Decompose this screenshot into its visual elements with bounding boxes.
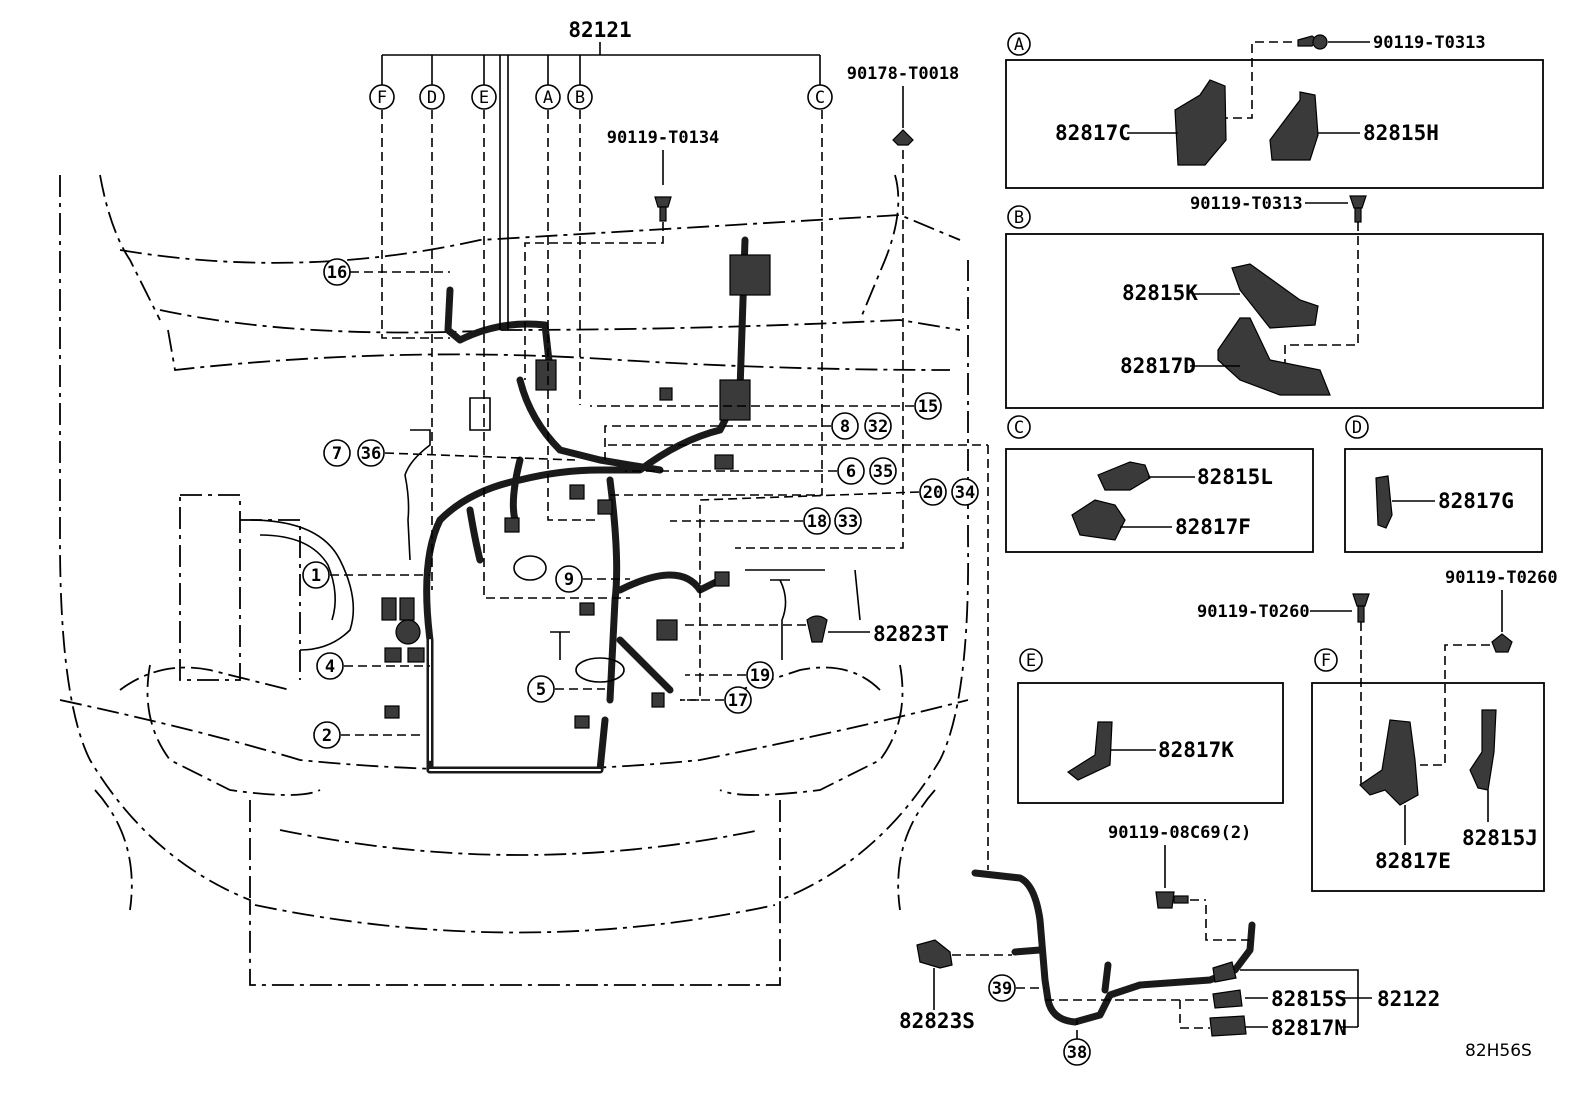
svg-text:A: A <box>543 88 553 108</box>
svg-text:7: 7 <box>332 444 342 464</box>
branch-label-C: C <box>807 84 833 110</box>
callout-4: 4 <box>316 652 430 680</box>
svg-text:82817D: 82817D <box>1120 354 1196 378</box>
part-82823S: 82823S <box>899 939 1012 1033</box>
callout-2: 2 <box>313 721 420 749</box>
svg-text:90119-T0260: 90119-T0260 <box>1445 568 1558 588</box>
svg-text:90119-T0260: 90119-T0260 <box>1197 602 1310 622</box>
svg-text:82817N: 82817N <box>1271 1016 1347 1040</box>
branch-label-D: D <box>419 84 445 110</box>
svg-text:9: 9 <box>564 570 574 590</box>
callout-18-33: 18 33 <box>670 507 862 535</box>
callout-6-35: 6 35 <box>625 457 897 485</box>
inset-F: F 90119-T0260 90119-T0260 82817E 82815J <box>1197 568 1558 892</box>
inset-B: B 90119-T0313 82815K 82817D <box>1005 194 1544 409</box>
branch-label-A: A <box>535 84 561 110</box>
svg-text:82817G: 82817G <box>1438 489 1514 513</box>
svg-text:82815J: 82815J <box>1462 826 1538 850</box>
inset-D: D 82817G <box>1344 415 1543 553</box>
callout-16: 16 <box>323 258 450 286</box>
main-harness-82121-graphic <box>381 236 861 774</box>
svg-text:82815L: 82815L <box>1197 465 1273 489</box>
engine-bay-outline <box>59 174 970 986</box>
svg-text:4: 4 <box>325 657 335 677</box>
branch-label-B: B <box>567 84 593 110</box>
svg-text:17: 17 <box>728 691 748 711</box>
svg-text:38: 38 <box>1067 1043 1087 1063</box>
callout-19: 19 <box>685 661 774 689</box>
svg-text:33: 33 <box>838 512 858 532</box>
callout-5: 5 <box>527 675 605 703</box>
callout-20-34: 20 34 <box>680 478 979 701</box>
branch-label-F: F <box>369 84 395 110</box>
svg-text:32: 32 <box>868 417 888 437</box>
svg-text:E: E <box>1026 651 1036 671</box>
main-part-number: 82121 <box>568 18 631 42</box>
svg-text:D: D <box>1352 418 1362 438</box>
svg-text:15: 15 <box>918 397 938 417</box>
svg-text:F: F <box>377 88 387 108</box>
svg-text:82815H: 82815H <box>1363 121 1439 145</box>
svg-text:39: 39 <box>992 979 1012 999</box>
svg-text:82817F: 82817F <box>1175 515 1251 539</box>
svg-text:A: A <box>1014 35 1024 55</box>
svg-text:82823T: 82823T <box>873 622 949 646</box>
svg-text:F: F <box>1321 651 1331 671</box>
callout-1: 1 <box>302 561 430 589</box>
callout-9: 9 <box>555 565 630 593</box>
svg-text:90119-T0313: 90119-T0313 <box>1190 194 1303 214</box>
svg-text:B: B <box>575 88 585 108</box>
inset-A: A 90119-T0313 82817C 82815H <box>1005 32 1544 189</box>
svg-text:18: 18 <box>807 512 827 532</box>
svg-text:8: 8 <box>840 417 850 437</box>
inset-E: E 82817K <box>1017 648 1284 804</box>
svg-text:C: C <box>815 88 825 108</box>
svg-text:20: 20 <box>923 483 943 503</box>
svg-text:6: 6 <box>846 462 856 482</box>
sub-harness-82122: 90119-08C69(2) 39 38 82815S 82817N 82122 <box>608 444 1440 1066</box>
bolt-90119-T0134: 90119-T0134 <box>524 128 720 380</box>
svg-text:2: 2 <box>322 726 332 746</box>
svg-text:19: 19 <box>750 666 770 686</box>
svg-text:82815S: 82815S <box>1271 987 1347 1011</box>
svg-text:82817C: 82817C <box>1055 121 1131 145</box>
main-harness-callout: 82121 F D E A B C <box>369 18 833 599</box>
callout-17: 17 <box>680 686 752 714</box>
inset-C: C 82815L 82817F <box>1005 415 1314 553</box>
svg-text:5: 5 <box>536 680 546 700</box>
svg-text:B: B <box>1014 208 1024 228</box>
svg-text:90119-T0134: 90119-T0134 <box>607 128 720 148</box>
svg-text:90119-08C69(2): 90119-08C69(2) <box>1108 823 1251 843</box>
svg-text:16: 16 <box>327 263 347 283</box>
part-82823T: 82823T <box>680 615 949 646</box>
svg-text:82817E: 82817E <box>1375 849 1451 873</box>
svg-text:90119-T0313: 90119-T0313 <box>1373 33 1486 53</box>
svg-text:D: D <box>427 88 437 108</box>
svg-text:1: 1 <box>311 566 321 586</box>
svg-text:82815K: 82815K <box>1122 281 1198 305</box>
callout-15: 15 <box>590 392 942 420</box>
svg-text:82817K: 82817K <box>1158 738 1234 762</box>
clip-90178-T0018: 90178-T0018 <box>735 64 960 549</box>
callout-7-36: 7 36 <box>323 439 576 467</box>
svg-text:35: 35 <box>873 462 893 482</box>
svg-text:82823S: 82823S <box>899 1009 975 1033</box>
svg-text:E: E <box>479 88 489 108</box>
svg-text:82122: 82122 <box>1377 987 1440 1011</box>
branch-label-E: E <box>471 84 497 110</box>
diagram-code: 82H56S <box>1465 1041 1532 1061</box>
svg-text:34: 34 <box>955 483 975 503</box>
svg-text:C: C <box>1014 418 1024 438</box>
callout-8-32: 8 32 <box>604 412 892 460</box>
svg-text:90178-T0018: 90178-T0018 <box>847 64 960 84</box>
svg-text:36: 36 <box>361 444 381 464</box>
